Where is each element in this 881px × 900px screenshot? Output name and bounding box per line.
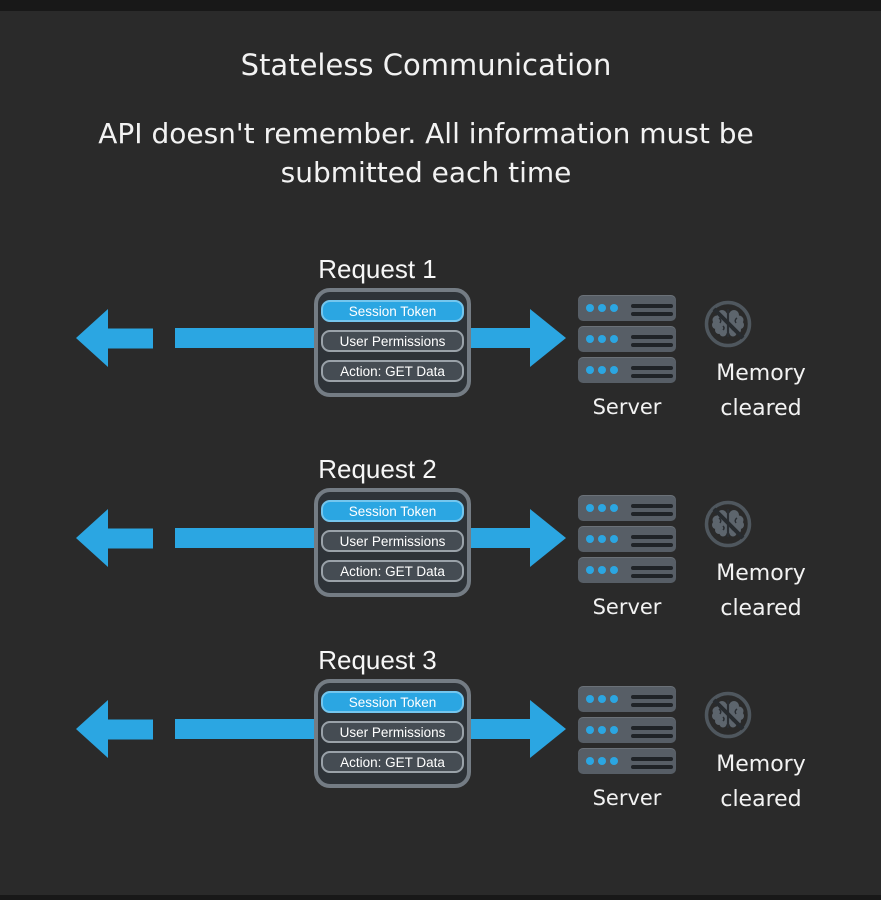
server-rack-row — [578, 357, 676, 383]
server-rack-row — [578, 295, 676, 321]
top-border-band — [0, 0, 881, 11]
server-vent-lines — [631, 304, 673, 320]
action-get-data-pill: Action: GET Data — [321, 751, 464, 773]
left-arrow-icon — [76, 700, 153, 758]
server-rack-row — [578, 557, 676, 583]
server-vent-lines — [631, 504, 673, 520]
server-led-dots — [586, 366, 618, 374]
memory-cleared-label: Memory cleared — [716, 561, 806, 621]
server-led-dots — [586, 504, 618, 512]
server-rack-row — [578, 526, 676, 552]
request-payload-card: Session Token User Permissions Action: G… — [314, 488, 471, 597]
server-label: Server — [592, 395, 662, 419]
brain-slash-icon — [704, 300, 752, 348]
session-token-pill: Session Token — [321, 300, 464, 322]
request-title: Request 2 — [318, 454, 437, 484]
request-row-3: Request 3 Session Token User Permissions… — [0, 641, 881, 841]
server-led-dots — [586, 535, 618, 543]
server-vent-lines — [631, 757, 673, 773]
server-vent-lines — [631, 566, 673, 582]
server-rack-row — [578, 495, 676, 521]
server-vent-lines — [631, 695, 673, 711]
server-vent-lines — [631, 366, 673, 382]
memory-cleared-label: Memory cleared — [716, 361, 806, 421]
brain-slash-icon — [704, 500, 752, 548]
server-rack-row — [578, 326, 676, 352]
server-rack-icon — [578, 495, 676, 588]
request-payload-card: Session Token User Permissions Action: G… — [314, 288, 471, 397]
left-arrow-icon — [76, 309, 153, 367]
server-vent-lines — [631, 535, 673, 551]
server-led-dots — [586, 335, 618, 343]
page-subtitle-line2: submitted each time — [280, 156, 572, 189]
server-rack-row — [578, 748, 676, 774]
memory-cleared-label: Memory cleared — [716, 752, 806, 812]
session-token-pill: Session Token — [321, 500, 464, 522]
server-led-dots — [586, 757, 618, 765]
request-title: Request 3 — [318, 645, 437, 675]
server-led-dots — [586, 304, 618, 312]
server-vent-lines — [631, 335, 673, 351]
user-permissions-pill: User Permissions — [321, 330, 464, 352]
request-row-2: Request 2 Session Token User Permissions… — [0, 450, 881, 650]
server-led-dots — [586, 566, 618, 574]
user-permissions-pill: User Permissions — [321, 530, 464, 552]
server-rack-icon — [578, 295, 676, 388]
bottom-border-band — [0, 895, 881, 900]
request-row-1: Request 1 Session Token User Permissions… — [0, 250, 881, 450]
server-rack-row — [578, 686, 676, 712]
user-permissions-pill: User Permissions — [321, 721, 464, 743]
request-payload-card: Session Token User Permissions Action: G… — [314, 679, 471, 788]
action-get-data-pill: Action: GET Data — [321, 560, 464, 582]
server-led-dots — [586, 695, 618, 703]
page-subtitle-line1: API doesn't remember. All information mu… — [98, 117, 754, 150]
action-get-data-pill: Action: GET Data — [321, 360, 464, 382]
server-label: Server — [592, 786, 662, 810]
server-rack-row — [578, 717, 676, 743]
request-title: Request 1 — [318, 254, 437, 284]
page-title: Stateless Communication — [240, 48, 612, 82]
server-rack-icon — [578, 686, 676, 779]
left-arrow-icon — [76, 509, 153, 567]
brain-slash-icon — [704, 691, 752, 739]
server-led-dots — [586, 726, 618, 734]
server-vent-lines — [631, 726, 673, 742]
server-label: Server — [592, 595, 662, 619]
session-token-pill: Session Token — [321, 691, 464, 713]
page-subtitle: API doesn't remember. All information mu… — [0, 114, 852, 192]
